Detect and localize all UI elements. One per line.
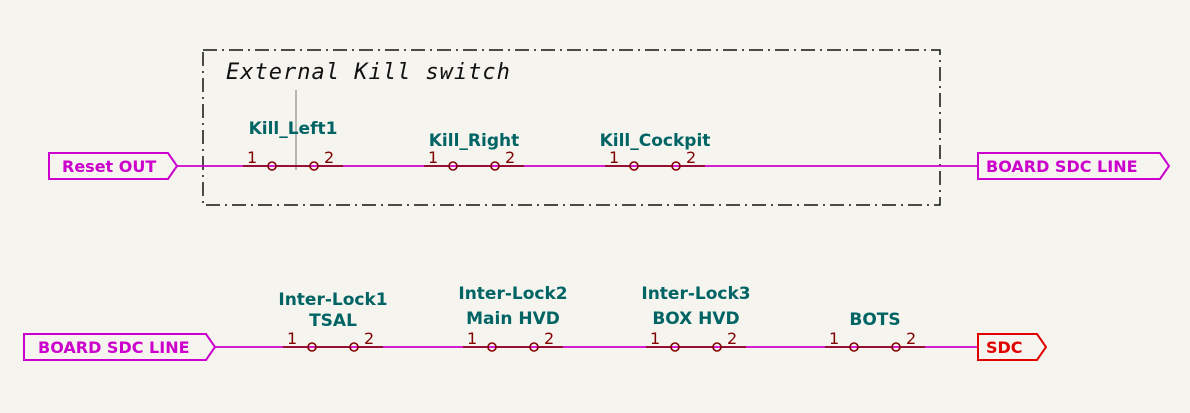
pin1-number: 1 xyxy=(247,148,257,167)
pin2-number: 2 xyxy=(324,148,334,167)
pin2-number: 2 xyxy=(686,148,696,167)
pin1-number: 1 xyxy=(428,148,438,167)
switch-value: BOX HVD xyxy=(652,309,739,329)
label-reset-out-text: Reset OUT xyxy=(62,157,156,176)
switch-reference: Inter-Lock3 xyxy=(641,284,750,304)
pin2-number: 2 xyxy=(727,329,737,348)
label-board-sdc-line-top-text: BOARD SDC LINE xyxy=(986,157,1138,176)
switch-reference: BOTS xyxy=(849,310,900,330)
pin1-number: 1 xyxy=(467,329,477,348)
switch-reference: Inter-Lock2 xyxy=(458,284,567,304)
label-board-sdc-line-top[interactable]: BOARD SDC LINE xyxy=(977,152,1171,180)
pin1-number: 1 xyxy=(609,148,619,167)
label-board-sdc-line-bottom-text: BOARD SDC LINE xyxy=(38,338,190,357)
pin1-number: 1 xyxy=(829,329,839,348)
group-border xyxy=(202,49,941,206)
kill-switch-group: External Kill switch xyxy=(202,49,941,206)
switch-value: TSAL xyxy=(309,311,357,331)
pin2-number: 2 xyxy=(505,148,515,167)
switch-reference: Kill_Left1 xyxy=(249,119,338,139)
pin1-number: 1 xyxy=(287,329,297,348)
switch-kill_left[interactable]: 1 2 Kill_Left1 xyxy=(243,119,343,171)
switch-reference: Kill_Cockpit xyxy=(600,131,711,151)
label-board-sdc-line-bottom[interactable]: BOARD SDC LINE xyxy=(23,333,217,361)
switch-value: Main HVD xyxy=(466,309,560,329)
switch-reference: Inter-Lock1 xyxy=(278,290,387,310)
label-reset-out[interactable]: Reset OUT xyxy=(48,152,179,180)
pin2-number: 2 xyxy=(906,329,916,348)
label-sdc[interactable]: SDC xyxy=(977,333,1048,361)
pin1-number: 1 xyxy=(650,329,660,348)
label-sdc-text: SDC xyxy=(986,338,1023,357)
group-title: External Kill switch xyxy=(226,60,511,85)
switch-reference: Kill_Right xyxy=(429,131,519,151)
pin2-number: 2 xyxy=(544,329,554,348)
switch-bots[interactable]: 1 2 BOTS xyxy=(825,310,925,352)
pin2-number: 2 xyxy=(364,329,374,348)
